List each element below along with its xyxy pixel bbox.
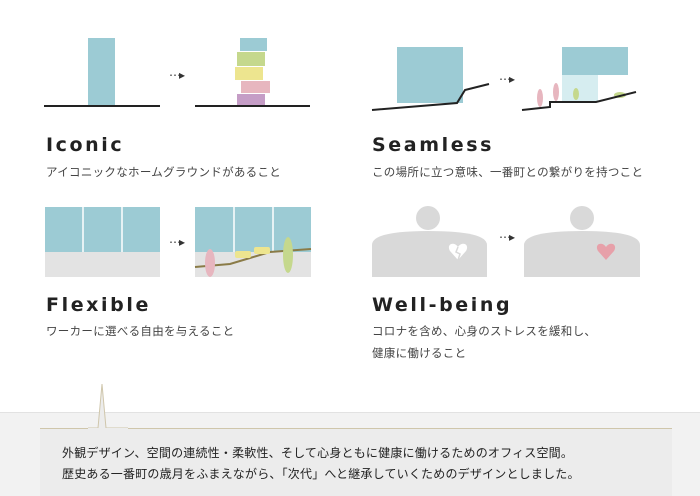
tree-figure bbox=[573, 88, 579, 100]
office-space bbox=[45, 207, 160, 252]
section-title-wellbeing: Well-being bbox=[372, 294, 513, 316]
person-body bbox=[524, 231, 640, 277]
stacked-block-green bbox=[237, 52, 265, 66]
tree-figure bbox=[205, 249, 215, 277]
flexible-illustration bbox=[45, 207, 312, 277]
section-desc-wellbeing: コロナを含め、心身のストレスを緩和し、 bbox=[372, 324, 597, 338]
broken-heart-icon bbox=[448, 243, 468, 260]
section-desc-iconic: アイコニックなホームグラウンドがあること bbox=[46, 165, 282, 179]
wellbeing-illustration bbox=[372, 206, 640, 277]
stacked-block-blue bbox=[240, 38, 267, 51]
tree-figure bbox=[537, 89, 543, 107]
caption-line-2: 歴史ある一番町の歳月をふまえながら、「次代」へと継承していくためのデザインとしま… bbox=[62, 467, 580, 481]
office-space bbox=[195, 207, 311, 252]
section-title-flexible: Flexible bbox=[46, 294, 151, 316]
caption-line-1: 外観デザイン、空間の連続性・柔軟性、そして心身ともに健康に働けるためのオフィス空… bbox=[62, 446, 574, 460]
heart-icon bbox=[596, 243, 616, 260]
seamless-illustration bbox=[371, 47, 637, 111]
section-desc-seamless: この場所に立つ意味、一番町との繋がりを持つこと bbox=[372, 165, 644, 179]
person-body bbox=[372, 231, 487, 277]
section-title-iconic: Iconic bbox=[46, 134, 125, 156]
stepped-ground-line bbox=[521, 91, 637, 111]
transition-arrow: ⋯▸ bbox=[169, 68, 185, 82]
stacked-block-pink bbox=[241, 81, 270, 93]
section-title-seamless: Seamless bbox=[372, 134, 495, 156]
tree-figure bbox=[553, 83, 559, 101]
tree-figure bbox=[283, 237, 293, 273]
building-block-upper bbox=[562, 47, 628, 75]
stacked-block-yellow bbox=[235, 67, 263, 80]
stacked-block-purple bbox=[237, 94, 265, 106]
tower-block bbox=[88, 38, 115, 106]
stepped-ground-line bbox=[371, 83, 490, 111]
transition-arrow: ⋯▸ bbox=[499, 230, 515, 244]
section-desc-flexible: ワーカーに選べる自由を与えること bbox=[46, 324, 235, 338]
transition-arrow: ⋯▸ bbox=[499, 72, 515, 86]
person-head bbox=[570, 206, 594, 230]
caption-box: 外観デザイン、空間の連続性・柔軟性、そして心身ともに健康に働けるためのオフィス空… bbox=[40, 428, 672, 496]
caption-pointer bbox=[88, 383, 128, 430]
bench-seat bbox=[254, 247, 270, 254]
iconic-illustration bbox=[44, 38, 310, 107]
section-desc-wellbeing: 健康に働けること bbox=[372, 346, 467, 360]
bench-seat bbox=[235, 251, 251, 258]
concept-card: ⋯▸ ⋯▸ Iconic アイコニックなホームグラウンドがあること Seamle… bbox=[0, 0, 700, 413]
building-block-open bbox=[562, 75, 598, 102]
transition-arrow: ⋯▸ bbox=[169, 235, 185, 249]
heart-crack bbox=[455, 246, 461, 261]
office-floor bbox=[45, 252, 160, 277]
person-head bbox=[416, 206, 440, 230]
building-block bbox=[397, 47, 463, 103]
